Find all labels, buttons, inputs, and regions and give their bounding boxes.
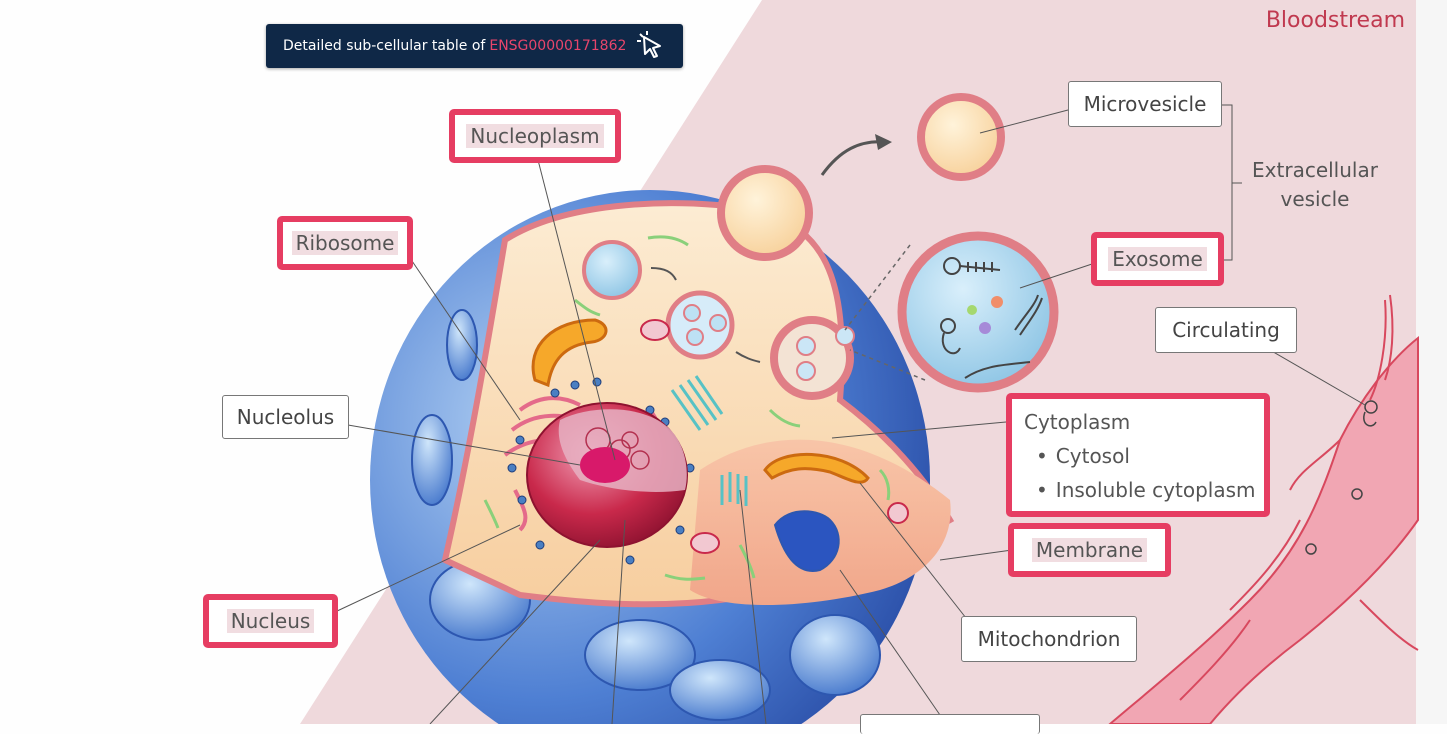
- subcellular-table-link[interactable]: Detailed sub-cellular table of ENSG00000…: [266, 24, 683, 68]
- label-text-line1: Extracellular: [1252, 158, 1378, 182]
- circulating-vesicles: [1305, 400, 1378, 555]
- label-text: Circulating: [1172, 318, 1280, 342]
- label-nucleus[interactable]: Nucleus: [203, 594, 338, 648]
- label-text: Microvesicle: [1083, 92, 1207, 116]
- label-nucleolus[interactable]: Nucleolus: [222, 395, 349, 439]
- cursor-click-icon: [637, 31, 661, 58]
- label-extracellular-vesicle: Extracellular vesicle: [1243, 156, 1387, 214]
- cytoplasm-title: Cytoplasm: [1024, 410, 1131, 434]
- nucleolus-shape: [580, 447, 630, 483]
- label-text: Nucleoplasm: [466, 124, 604, 148]
- label-text: Membrane: [1031, 538, 1148, 562]
- lysosome: [887, 502, 909, 524]
- label-text: Mitochondrion: [977, 627, 1121, 651]
- label-text: Nucleolus: [236, 405, 335, 429]
- inner-vacuoles: [773, 510, 840, 572]
- blood-vessel: [1108, 335, 1419, 724]
- exosome-cargo: [940, 257, 1043, 379]
- vessel-branches: [1179, 294, 1419, 701]
- label-text: Ribosome: [291, 231, 399, 255]
- microvesicle-shape: [917, 93, 1005, 181]
- label-membrane[interactable]: Membrane: [1008, 523, 1171, 577]
- label-text-line2: vesicle: [1280, 187, 1350, 211]
- label-circulating[interactable]: Circulating: [1155, 307, 1297, 353]
- early-endosome: [582, 240, 642, 300]
- label-text: Nucleus: [226, 609, 315, 633]
- exosome-detail: [897, 231, 1059, 393]
- cytoskeleton: [483, 235, 891, 581]
- link-prefix: Detailed sub-cellular table of: [283, 38, 486, 54]
- ribosome-dots: [507, 377, 695, 565]
- label-microvesicle[interactable]: Microvesicle: [1068, 81, 1222, 127]
- bloodstream-label: Bloodstream: [1265, 8, 1405, 33]
- label-nucleoplasm[interactable]: Nucleoplasm: [449, 109, 621, 163]
- label-ribosome[interactable]: Ribosome: [277, 216, 413, 270]
- exosome-release: [770, 316, 854, 400]
- label-cytoplasm[interactable]: Cytoplasm Cytosol Insoluble cytoplasm: [1006, 393, 1270, 517]
- centriole: [670, 375, 748, 506]
- leader-lines: [334, 104, 1366, 724]
- label-text: Exosome: [1108, 247, 1207, 271]
- label-mitochondrion[interactable]: Mitochondrion: [961, 616, 1137, 662]
- cytoplasm-item-insoluble[interactable]: Insoluble cytoplasm: [1024, 473, 1264, 507]
- label-exosome[interactable]: Exosome: [1091, 232, 1224, 286]
- mitochondrion-shapes: [531, 318, 870, 484]
- gene-id[interactable]: ENSG00000171862: [489, 38, 627, 54]
- cytoplasm-item-cytosol[interactable]: Cytosol: [1024, 439, 1264, 473]
- budding-vesicle: [717, 165, 813, 261]
- label-partial-bottom[interactable]: [860, 714, 1040, 734]
